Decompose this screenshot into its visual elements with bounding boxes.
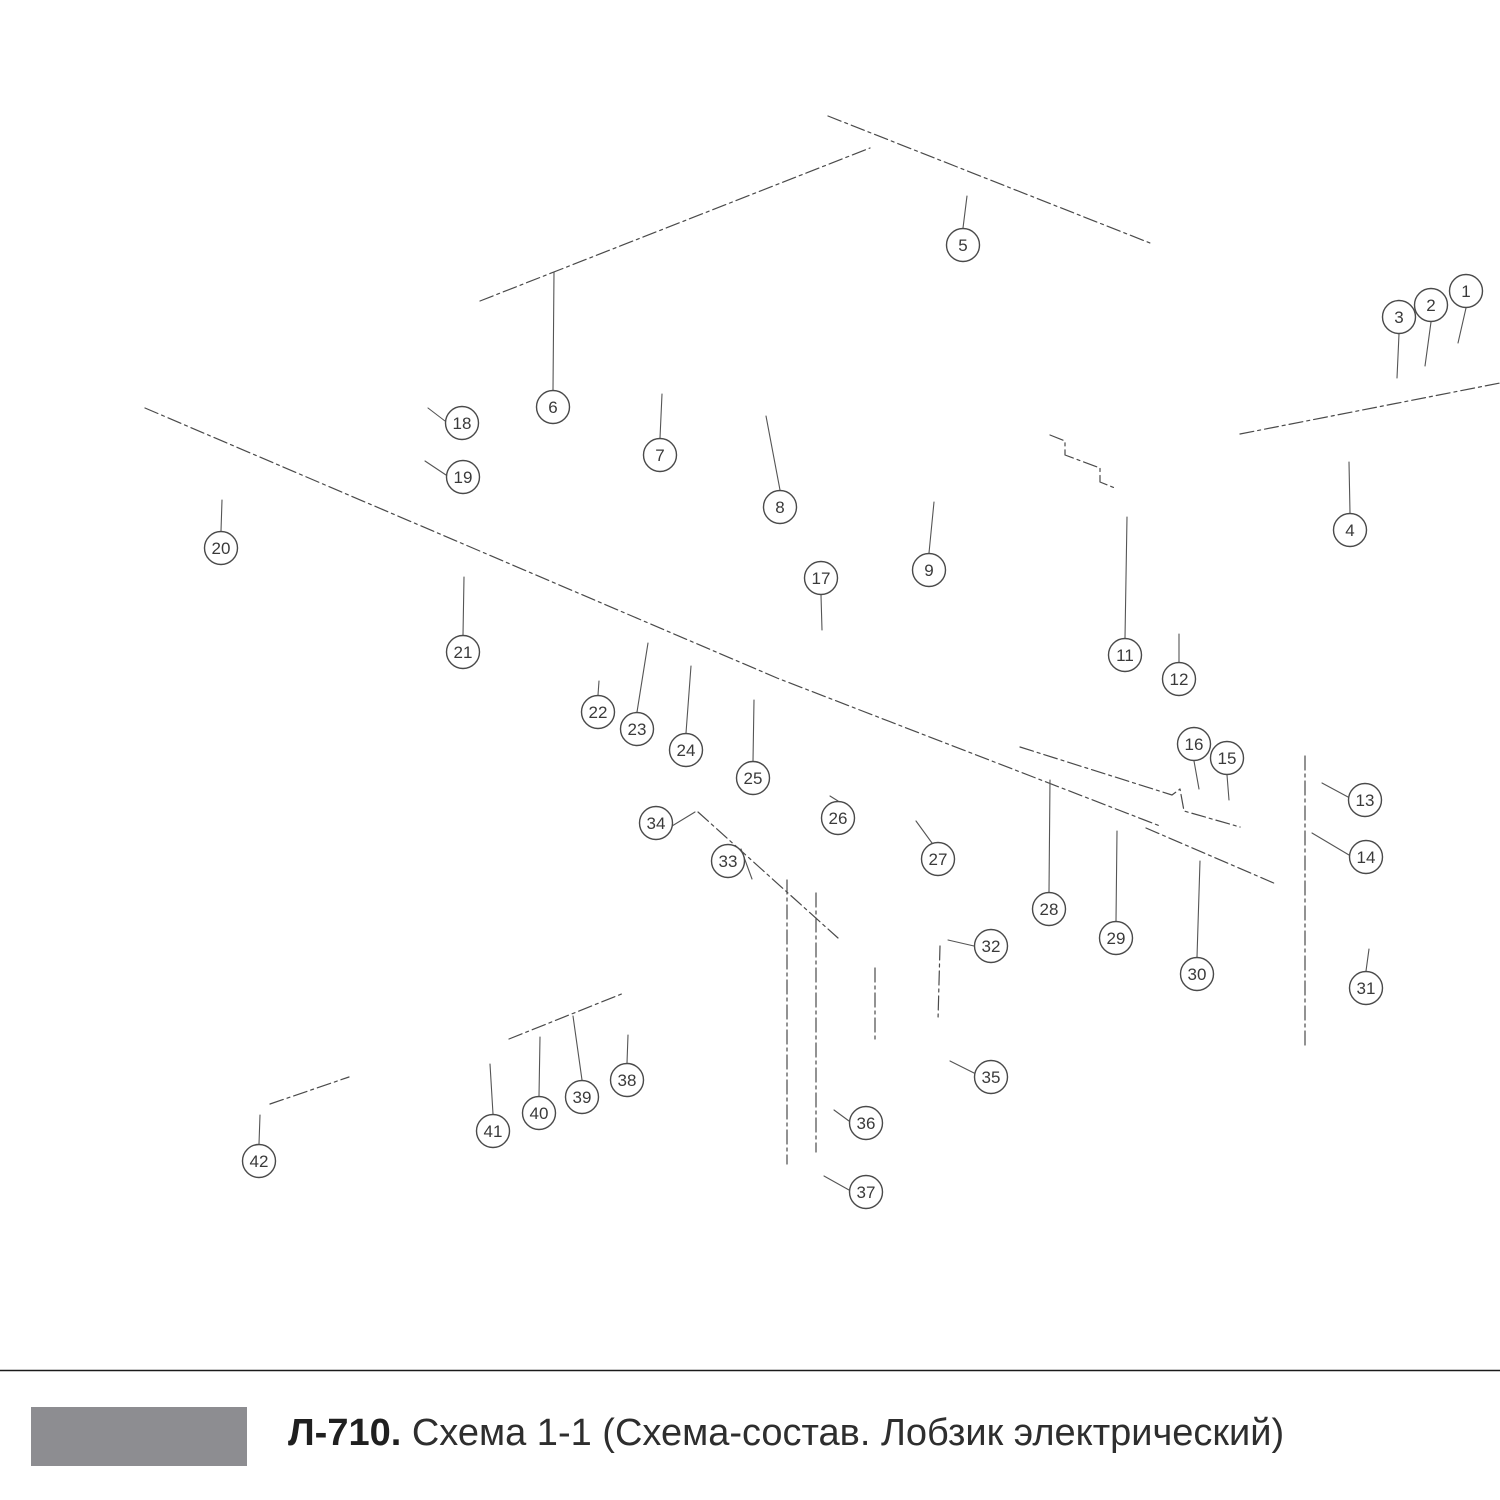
svg-text:35: 35	[982, 1068, 1001, 1087]
svg-text:5: 5	[958, 236, 967, 255]
svg-text:40: 40	[530, 1104, 549, 1123]
svg-text:17: 17	[812, 569, 831, 588]
svg-text:29: 29	[1107, 929, 1126, 948]
svg-text:30: 30	[1188, 965, 1207, 984]
svg-text:21: 21	[454, 643, 473, 662]
svg-text:20: 20	[212, 539, 231, 558]
svg-text:16: 16	[1185, 735, 1204, 754]
svg-text:18: 18	[453, 414, 472, 433]
svg-text:28: 28	[1040, 900, 1059, 919]
svg-text:2: 2	[1426, 296, 1435, 315]
svg-text:37: 37	[857, 1183, 876, 1202]
svg-text:26: 26	[829, 809, 848, 828]
svg-text:27: 27	[929, 850, 948, 869]
svg-text:7: 7	[655, 446, 664, 465]
svg-text:25: 25	[744, 769, 763, 788]
svg-text:32: 32	[982, 937, 1001, 956]
svg-text:22: 22	[589, 703, 608, 722]
svg-text:8: 8	[775, 498, 784, 517]
svg-text:6: 6	[548, 398, 557, 417]
svg-text:19: 19	[454, 468, 473, 487]
svg-text:42: 42	[250, 1152, 269, 1171]
svg-text:4: 4	[1345, 521, 1354, 540]
svg-text:23: 23	[628, 720, 647, 739]
svg-text:15: 15	[1218, 749, 1237, 768]
svg-text:31: 31	[1357, 979, 1376, 998]
svg-text:14: 14	[1357, 848, 1376, 867]
svg-text:13: 13	[1356, 791, 1375, 810]
svg-text:36: 36	[857, 1114, 876, 1133]
svg-text:41: 41	[484, 1122, 503, 1141]
svg-text:1: 1	[1461, 282, 1470, 301]
svg-text:33: 33	[719, 852, 738, 871]
svg-text:11: 11	[1116, 646, 1134, 665]
svg-text:12: 12	[1170, 670, 1189, 689]
svg-text:38: 38	[618, 1071, 637, 1090]
svg-text:3: 3	[1394, 308, 1403, 327]
svg-text:24: 24	[677, 741, 696, 760]
svg-text:9: 9	[924, 561, 933, 580]
svg-text:39: 39	[573, 1088, 592, 1107]
svg-text:34: 34	[647, 814, 666, 833]
